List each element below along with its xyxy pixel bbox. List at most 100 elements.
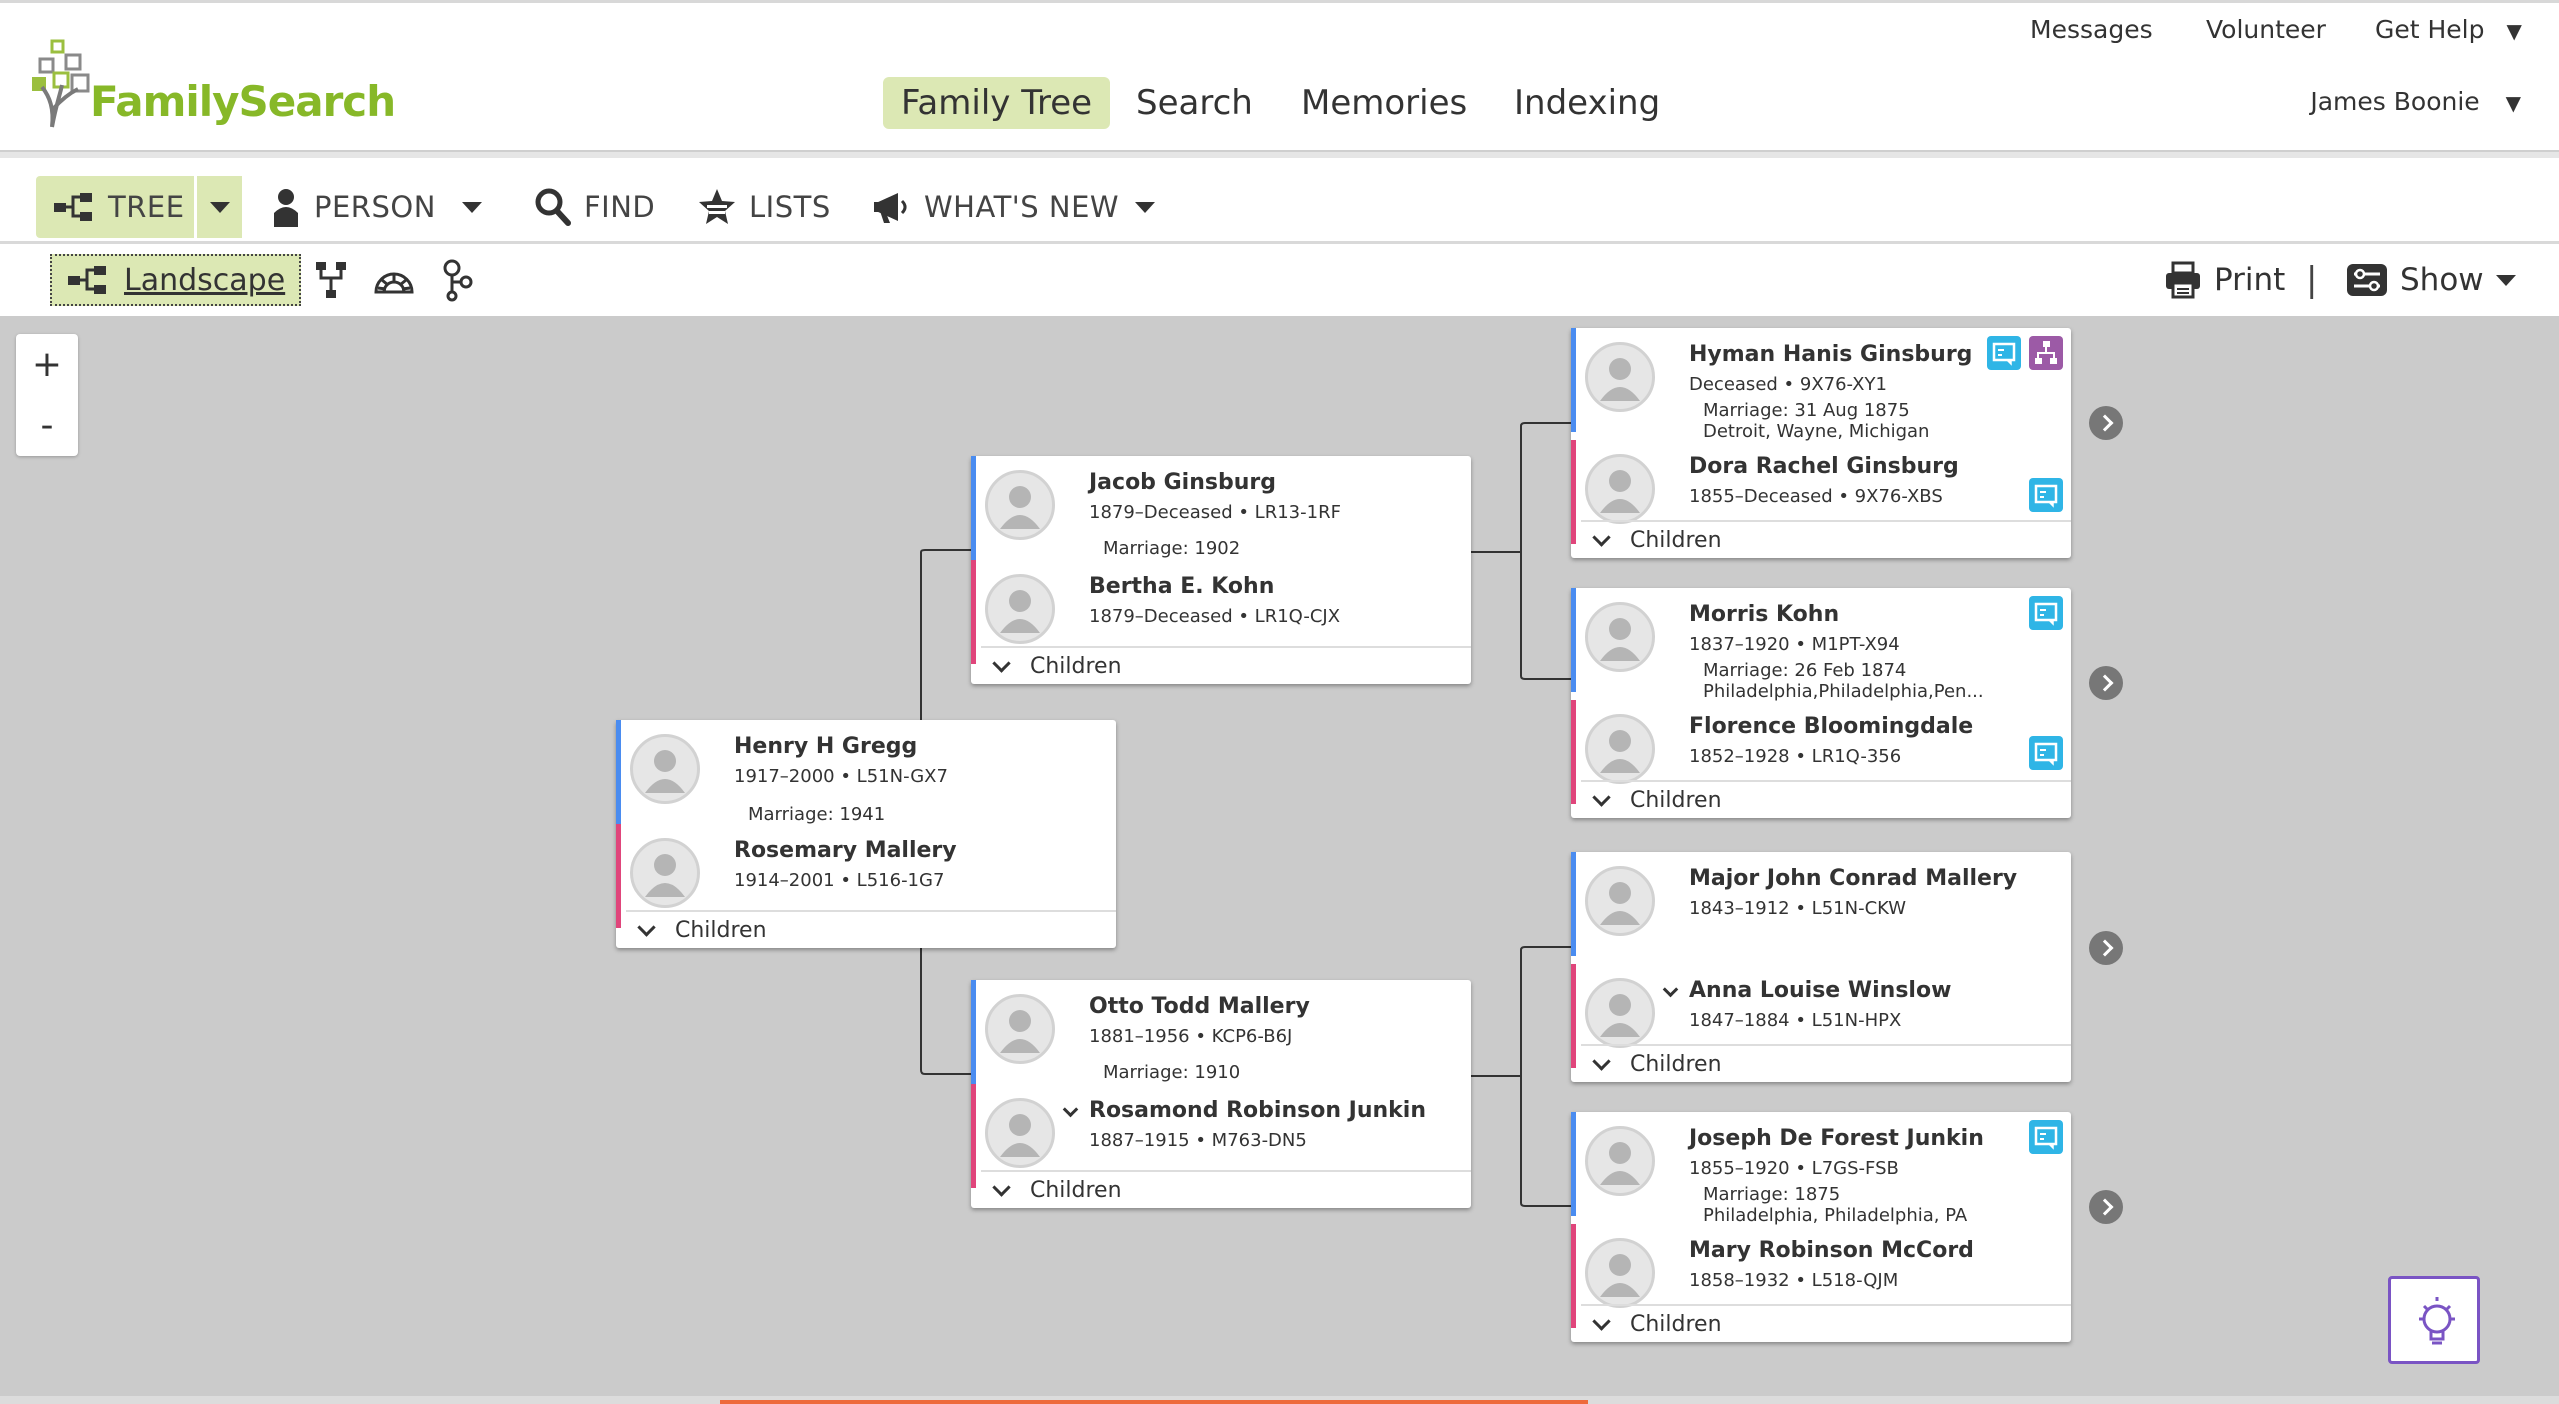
children-toggle[interactable]: Children xyxy=(981,646,1471,684)
help-lightbulb-button[interactable] xyxy=(2388,1276,2480,1364)
find-button[interactable]: FIND xyxy=(534,176,655,238)
person-joseph-de-forest-junkin[interactable]: Joseph De Forest Junkin 1855–1920 • L7GS… xyxy=(1571,1112,2071,1216)
person-name: Mary Robinson McCord xyxy=(1689,1238,1974,1263)
male-stripe xyxy=(616,720,621,824)
person-mary-robinson-mccord[interactable]: Mary Robinson McCord 1858–1932 • L518-QJ… xyxy=(1571,1224,2071,1328)
avatar-placeholder-icon xyxy=(985,1098,1055,1168)
lightbulb-icon xyxy=(2419,1297,2455,1345)
person-lifespan-id: Deceased • 9X76-XY1 xyxy=(1689,374,1887,395)
avatar-placeholder-icon xyxy=(1585,1126,1655,1196)
person-otto-todd-mallery[interactable]: Otto Todd Mallery 1881–1956 • KCP6-B6J xyxy=(971,980,1471,1084)
volunteer-link[interactable]: Volunteer xyxy=(2206,15,2326,44)
children-label: Children xyxy=(1630,1311,1722,1337)
marriage-info: Marriage: 1941 xyxy=(748,804,885,825)
person-name: Anna Louise Winslow xyxy=(1689,978,1952,1003)
descendancy-view-icon[interactable] xyxy=(436,258,480,302)
star-list-icon xyxy=(699,189,735,224)
expand-ancestors-arrow-icon[interactable] xyxy=(2089,1190,2123,1224)
person-hyman-hanis-ginsburg[interactable]: Hyman Hanis Ginsburg Deceased • 9X76-XY1 xyxy=(1571,328,2071,432)
person-menu[interactable]: PERSON xyxy=(270,176,482,238)
lists-button[interactable]: LISTS xyxy=(697,176,831,238)
logo-wordmark: FamilySearch xyxy=(90,77,396,126)
person-name: Otto Todd Mallery xyxy=(1089,994,1310,1019)
avatar-placeholder-icon xyxy=(630,734,700,804)
marriage-date: Marriage: 31 Aug 1875 xyxy=(1703,400,1910,421)
person-rosemary-mallery[interactable]: Rosemary Mallery 1914–2001 • L516-1G7 xyxy=(616,824,1116,928)
male-stripe xyxy=(971,456,976,560)
tree-tab[interactable]: TREE xyxy=(36,176,201,238)
caret-down-icon xyxy=(1135,201,1156,213)
zoom-out-button[interactable]: - xyxy=(40,405,54,446)
person-major-john-conrad-mallery[interactable]: Major John Conrad Mallery 1843–1912 • L5… xyxy=(1571,852,2071,956)
marriage-info: Marriage: 26 Feb 1874 Philadelphia,Phila… xyxy=(1703,660,1984,702)
chevron-down-icon xyxy=(1592,527,1611,547)
chevron-down-icon[interactable] xyxy=(1662,981,1679,998)
person-lifespan-id: 1879–Deceased • LR13-1RF xyxy=(1089,502,1341,523)
record-hint-icon[interactable] xyxy=(2029,596,2063,630)
children-toggle[interactable]: Children xyxy=(1581,1304,2071,1342)
messages-link[interactable]: Messages xyxy=(2030,15,2153,44)
record-hint-icon[interactable] xyxy=(1987,336,2021,370)
landscape-view-button[interactable]: Landscape xyxy=(50,254,302,306)
marriage-place: Detroit, Wayne, Michigan xyxy=(1703,421,1930,442)
chevron-down-icon xyxy=(1592,1311,1611,1331)
children-toggle[interactable]: Children xyxy=(1581,520,2071,558)
record-hint-icon[interactable] xyxy=(2029,736,2063,770)
show-options-menu[interactable]: Show xyxy=(2346,258,2516,302)
lists-button-label: LISTS xyxy=(749,190,831,224)
toolbar-separator: | xyxy=(2306,260,2318,300)
marriage-date: Marriage: 1910 xyxy=(1103,1062,1241,1083)
whats-new-menu[interactable]: WHAT'S NEW xyxy=(872,176,1156,238)
person-dora-rachel-ginsburg[interactable]: Dora Rachel Ginsburg 1855–Deceased • 9X7… xyxy=(1571,440,2071,544)
person-lifespan-id: 1837–1920 • M1PT-X94 xyxy=(1689,634,1900,655)
children-toggle[interactable]: Children xyxy=(981,1170,1471,1208)
nav-indexing[interactable]: Indexing xyxy=(1514,83,1661,123)
nav-family-tree[interactable]: Family Tree xyxy=(883,77,1111,129)
tree-logo-icon xyxy=(32,39,90,128)
children-toggle[interactable]: Children xyxy=(1581,1044,2071,1082)
tree-dropdown-button[interactable] xyxy=(194,176,242,238)
expand-ancestors-arrow-icon[interactable] xyxy=(2089,666,2123,700)
children-toggle[interactable]: Children xyxy=(626,910,1116,948)
children-toggle[interactable]: Children xyxy=(1581,780,2071,818)
person-lifespan-id: 1914–2001 • L516-1G7 xyxy=(734,870,945,891)
male-stripe xyxy=(1571,852,1576,956)
print-button[interactable]: Print xyxy=(2164,258,2285,302)
avatar-placeholder-icon xyxy=(1585,866,1655,936)
nav-memories[interactable]: Memories xyxy=(1301,83,1468,123)
expand-ancestors-arrow-icon[interactable] xyxy=(2089,931,2123,965)
couple-card-maternal: Otto Todd Mallery 1881–1956 • KCP6-B6J M… xyxy=(971,980,1471,1208)
user-name: James Boonie xyxy=(2310,87,2480,116)
fan-chart-view-icon[interactable] xyxy=(372,258,416,302)
marriage-place: Philadelphia, Philadelphia, PA xyxy=(1703,1205,1968,1226)
nav-search[interactable]: Search xyxy=(1136,83,1253,123)
avatar-placeholder-icon xyxy=(985,574,1055,644)
person-florence-bloomingdale[interactable]: Florence Bloomingdale 1852–1928 • LR1Q-3… xyxy=(1571,700,2071,804)
zoom-in-button[interactable]: + xyxy=(31,344,63,385)
person-henry-h-gregg[interactable]: Henry H Gregg 1917–2000 • L51N-GX7 xyxy=(616,720,1116,824)
portrait-view-icon[interactable] xyxy=(310,258,354,302)
couple-card-grandparents-junkin: Joseph De Forest Junkin 1855–1920 • L7GS… xyxy=(1571,1112,2071,1342)
site-header: FamilySearch Messages Volunteer Get Help… xyxy=(0,0,2559,152)
record-hint-icon[interactable] xyxy=(2029,1120,2063,1154)
person-morris-kohn[interactable]: Morris Kohn 1837–1920 • M1PT-X94 xyxy=(1571,588,2071,692)
person-lifespan-id: 1855–1920 • L7GS-FSB xyxy=(1689,1158,1899,1179)
person-name: Dora Rachel Ginsburg xyxy=(1689,454,1959,479)
tree-hint-icon[interactable] xyxy=(2029,336,2063,370)
avatar-placeholder-icon xyxy=(1585,454,1655,524)
record-hint-icon[interactable] xyxy=(2029,478,2063,512)
familysearch-logo[interactable]: FamilySearch xyxy=(30,39,396,129)
person-jacob-ginsburg[interactable]: Jacob Ginsburg 1879–Deceased • LR13-1RF xyxy=(971,456,1471,560)
person-rosamond-robinson-junkin[interactable]: Rosamond Robinson Junkin 1887–1915 • M76… xyxy=(971,1084,1471,1188)
view-bar: Landscape Print | Show xyxy=(0,244,2559,316)
expand-ancestors-arrow-icon[interactable] xyxy=(2089,406,2123,440)
person-anna-louise-winslow[interactable]: Anna Louise Winslow 1847–1884 • L51N-HPX xyxy=(1571,964,2071,1068)
couple-card-grandparents-ginsburg: Hyman Hanis Ginsburg Deceased • 9X76-XY1… xyxy=(1571,328,2071,558)
bottom-accent-bar xyxy=(720,1400,1588,1404)
user-menu[interactable]: James Boonie ▼ xyxy=(2310,87,2521,116)
male-stripe xyxy=(1571,588,1576,692)
marriage-info: Marriage: 1902 xyxy=(1103,538,1240,559)
get-help-menu[interactable]: Get Help ▼ xyxy=(2375,15,2522,44)
person-bertha-e-kohn[interactable]: Bertha E. Kohn 1879–Deceased • LR1Q-CJX xyxy=(971,560,1471,664)
chevron-down-icon[interactable] xyxy=(1062,1101,1079,1118)
